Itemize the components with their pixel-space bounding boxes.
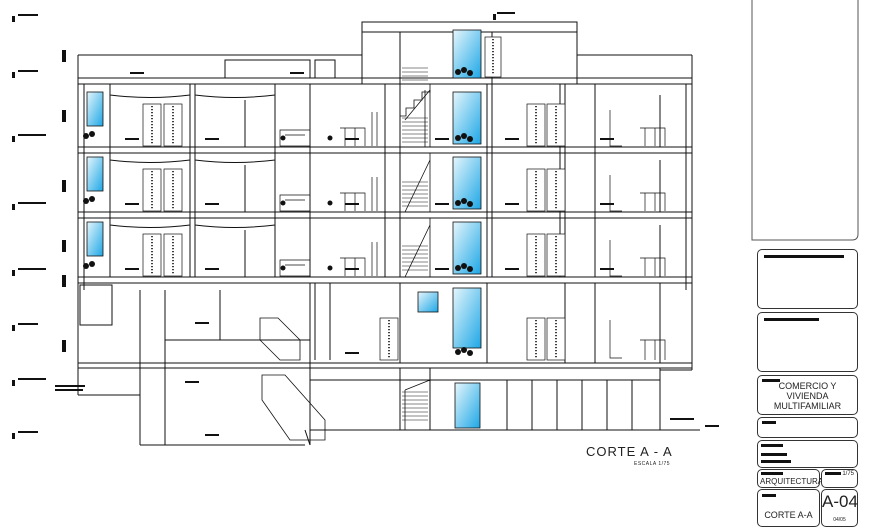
floor-slab [77, 276, 693, 284]
commercial-level [77, 283, 700, 446]
section-scale: ESCALA 1/75 [634, 461, 671, 467]
title-block-box-4 [757, 440, 858, 468]
furniture [279, 110, 666, 360]
ratio-box: 1/75 [821, 469, 858, 488]
title-block-box-3 [757, 417, 858, 438]
staircase [259, 83, 431, 441]
discipline-box: ARQUITECTURA [757, 469, 824, 488]
placeholder-text [761, 460, 791, 463]
sheet-number-box: A-04 04/05 [821, 489, 858, 527]
discipline-label: ARQUITECTURA [760, 477, 824, 486]
placeholder-text [761, 472, 783, 475]
sheet-name-box: CORTE A-A [757, 489, 820, 527]
sheet-count: 04/05 [833, 517, 846, 523]
placeholder-text [762, 379, 780, 382]
louver-slats [151, 39, 557, 358]
project-line-1: COMERCIO Y [778, 381, 837, 391]
placeholder-text [825, 472, 841, 475]
placeholder-text [764, 318, 819, 321]
stair-treads [402, 67, 428, 421]
louvered-doors [142, 36, 566, 361]
section-title: CORTE A - A [586, 444, 673, 459]
project-name-box: COMERCIO Y VIVIENDA MULTIFAMILIAR [757, 375, 858, 415]
project-line-2: VIVIENDA [786, 391, 829, 401]
annotation-marks [125, 12, 719, 436]
building-section [77, 21, 700, 446]
placeholder-text [762, 421, 776, 424]
sheet-number: A-04 [822, 492, 858, 511]
level-markers [12, 14, 85, 439]
plants [83, 67, 473, 356]
placeholder-text [761, 444, 783, 447]
storefront [309, 367, 661, 431]
floor-slab [77, 362, 693, 369]
ratio-label: 1/75 [842, 471, 854, 477]
placeholder-text [764, 255, 844, 258]
roof-slab [77, 77, 693, 85]
title-block-box-1 [757, 249, 858, 309]
sheet-border [751, 0, 859, 241]
title-block-box-2 [757, 312, 858, 372]
project-line-3: MULTIFAMILIAR [773, 401, 842, 411]
placeholder-text [761, 453, 787, 456]
sheet-name: CORTE A-A [764, 510, 813, 520]
placeholder-text [762, 494, 776, 497]
partitions [109, 84, 661, 277]
